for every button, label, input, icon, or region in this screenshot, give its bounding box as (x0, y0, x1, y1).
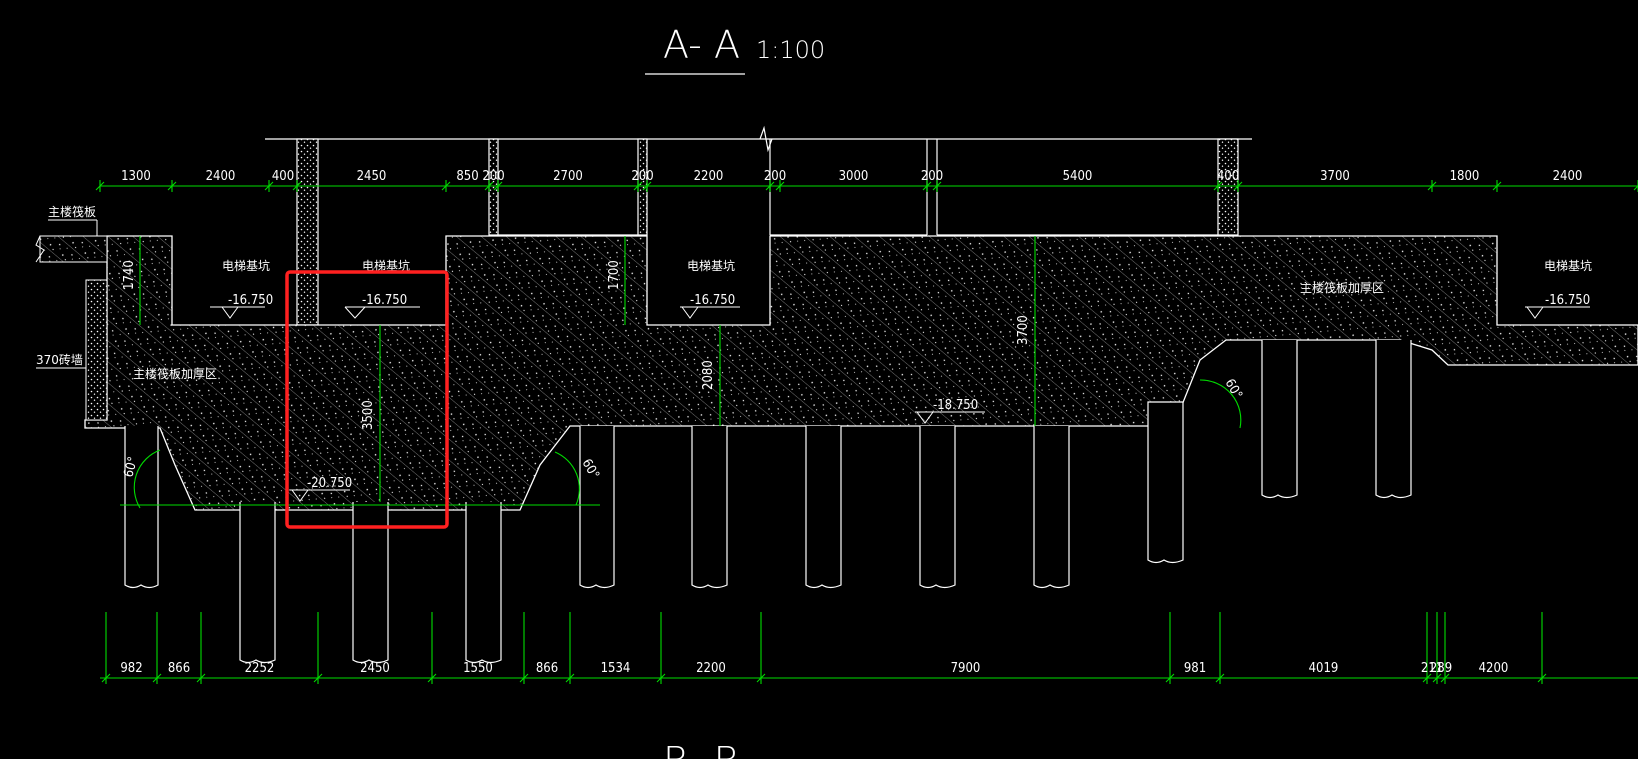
dimension-label: 2450 (357, 169, 387, 184)
dimension-label: 2700 (553, 169, 583, 184)
dimension-label: 5400 (1063, 169, 1093, 184)
bottom-dimension-labels: 982 866 2252 2450 1550 866 1534 2200 7900 981 4019… (120, 661, 1508, 676)
pile (239, 502, 276, 664)
thickened-zone-label: 主楼筏板加厚区 (1300, 280, 1384, 295)
dimension-label: 981 (1184, 661, 1206, 676)
dimension-label: 400 (1217, 169, 1239, 184)
dimension-label: 4019 (1309, 661, 1339, 676)
pile (465, 502, 502, 664)
main-raft-label: 主楼筏板 (48, 204, 96, 219)
elevator-pit-label: 电梯基坑 (362, 258, 410, 273)
pile (1375, 340, 1412, 499)
elevation-markers (210, 306, 1590, 502)
pile (1033, 426, 1070, 589)
pile (805, 426, 842, 589)
vdim-label: 3500 (361, 400, 376, 430)
dimension-label: 211 (1421, 661, 1443, 676)
dimension-label: 3000 (839, 169, 869, 184)
dimension-label: 1550 (463, 661, 493, 676)
dimension-label: 850 (456, 169, 478, 184)
section-title: A- A 1:100 B- B (645, 23, 825, 759)
pile (579, 426, 615, 589)
dimension-label: 2252 (245, 661, 275, 676)
scale-label: 1:100 (756, 36, 825, 64)
elevation-marker (1525, 306, 1590, 319)
elevation-marker (344, 306, 420, 319)
elevation-label: -16.750 (362, 293, 407, 308)
pile (1147, 401, 1184, 564)
dimension-label: 7900 (951, 661, 981, 676)
vdim-label: 1740 (122, 260, 137, 290)
angle-label: 60° (1222, 377, 1245, 402)
dimension-label: 1800 (1450, 169, 1480, 184)
vertical-dimension-labels: 1740 1700 3500 2080 3700 (122, 260, 1031, 430)
dimension-label: 3700 (1320, 169, 1350, 184)
top-dimension-labels: 1300 2400 400 2450 850 200 2700 200 2200 200 3000 2… (121, 169, 1582, 184)
dimension-label: 1300 (121, 169, 151, 184)
pile (124, 426, 159, 589)
next-section-label: B- B (663, 739, 739, 759)
elevation-label: -16.750 (1545, 293, 1590, 308)
dimension-label: 2200 (694, 169, 724, 184)
elevation-labels: -16.750 -16.750 -16.750 -16.750 -20.750 … (228, 293, 1590, 491)
wall-370-label: 370砖墙 (36, 352, 83, 367)
dimension-label: 200 (764, 169, 786, 184)
annotation-labels: 主楼筏板 370砖墙 电梯基坑 电梯基坑 电梯基坑 电梯基坑 主楼筏板加厚区 主… (36, 204, 1592, 482)
elevation-label: -18.750 (933, 398, 978, 413)
dimension-label: 2400 (1553, 169, 1583, 184)
vdim-label: 1700 (607, 260, 622, 290)
angle-label: 60° (121, 455, 141, 479)
pile (352, 502, 389, 664)
pile (919, 426, 956, 589)
elevator-pit-label: 电梯基坑 (222, 258, 270, 273)
elevation-marker (680, 306, 740, 319)
dimension-label: 866 (168, 661, 190, 676)
pile (691, 426, 728, 589)
dimension-label: 400 (272, 169, 294, 184)
elevation-label: -16.750 (690, 293, 735, 308)
vdim-label: 2080 (701, 360, 716, 390)
dimension-label: 1534 (601, 661, 631, 676)
elevator-pit-label: 电梯基坑 (687, 258, 735, 273)
dimension-label: 2450 (360, 661, 390, 676)
left-wall (85, 279, 108, 421)
dimension-label: 866 (536, 661, 558, 676)
elevation-label: -16.750 (228, 293, 273, 308)
elevation-marker (290, 489, 350, 502)
dimension-label: 200 (631, 169, 653, 184)
dimension-label: 200 (921, 169, 943, 184)
elevation-marker (915, 411, 985, 424)
dimension-lines (95, 180, 1638, 684)
elevation-marker (210, 306, 265, 319)
dimension-label: 200 (482, 169, 504, 184)
dimension-label: 2400 (206, 169, 236, 184)
dimension-label: 2200 (696, 661, 726, 676)
dimension-label: 4200 (1479, 661, 1509, 676)
dimension-label: 982 (120, 661, 142, 676)
highlight-box (285, 270, 449, 529)
left-slab-stub (39, 235, 108, 263)
dimension-label: 289 (1430, 661, 1452, 676)
elevator-pit-label: 电梯基坑 (1544, 258, 1592, 273)
elevation-label: -20.750 (307, 476, 352, 491)
piles (124, 340, 1412, 664)
section-label: A- A (663, 23, 740, 67)
pile (1261, 340, 1298, 499)
thickened-zone-label: 主楼筏板加厚区 (133, 366, 217, 381)
vdim-label: 3700 (1016, 315, 1031, 345)
